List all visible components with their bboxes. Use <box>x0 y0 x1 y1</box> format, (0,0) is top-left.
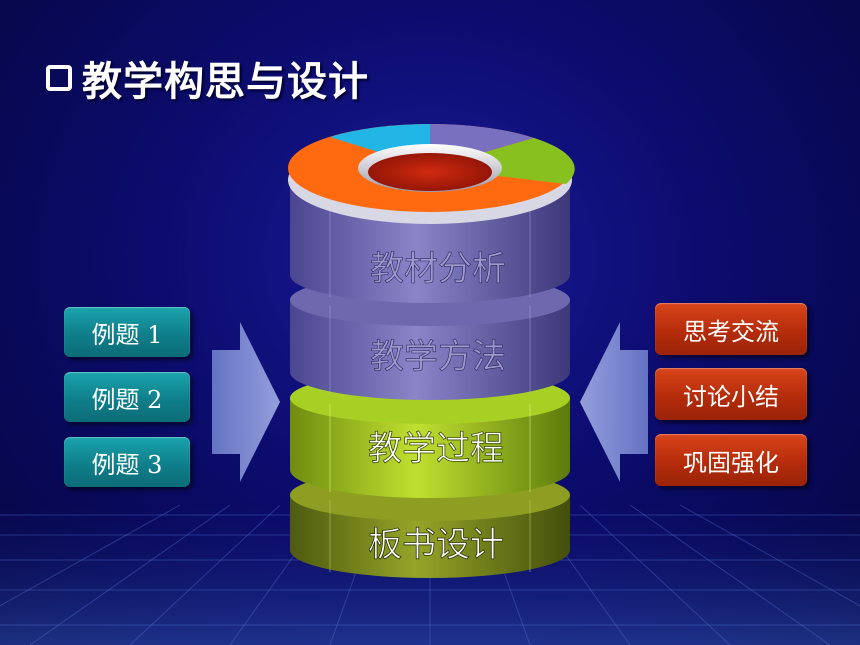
right-arrow-icon <box>212 322 280 482</box>
consolidate-label: 巩固强化 <box>683 448 779 477</box>
checkbox-square-icon <box>46 65 72 91</box>
pie-ring-top <box>288 123 575 224</box>
think-exchange-label: 思考交流 <box>683 317 779 346</box>
example-3-button[interactable]: 例题 3 <box>64 437 190 487</box>
think-exchange-button[interactable]: 思考交流 <box>655 303 807 355</box>
example-3-label: 例题 3 <box>91 450 163 479</box>
example-1-button[interactable]: 例题 1 <box>64 307 190 357</box>
stack-label-2: 教学方法 <box>370 337 506 377</box>
stack-label-4: 板书设计 <box>368 525 504 565</box>
example-2-label: 例题 2 <box>91 385 163 414</box>
example-1-label: 例题 1 <box>91 320 163 349</box>
consolidate-button[interactable]: 巩固强化 <box>655 434 807 486</box>
discuss-summary-label: 讨论小结 <box>683 382 779 411</box>
example-2-button[interactable]: 例题 2 <box>64 372 190 422</box>
title-text: 教学构思与设计 <box>82 59 369 105</box>
title: 教学构思与设计 <box>46 52 369 105</box>
left-arrow-icon <box>580 322 648 482</box>
discuss-summary-button[interactable]: 讨论小结 <box>655 368 807 420</box>
stack-label-1: 教材分析 <box>370 249 506 289</box>
stack-label-3: 教学过程 <box>368 429 504 469</box>
